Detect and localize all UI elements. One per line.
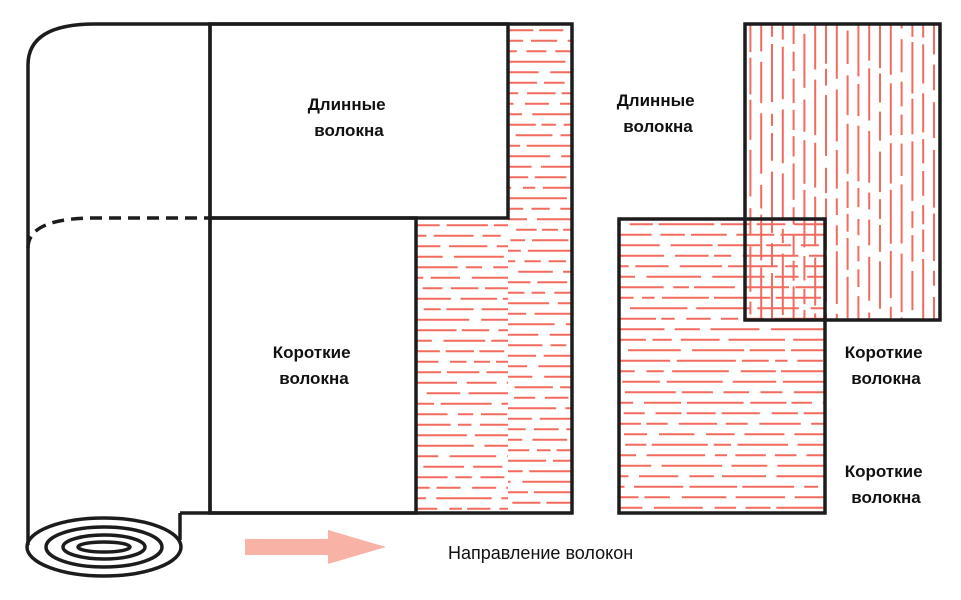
fiber-hatch-horizontal <box>619 223 825 509</box>
label-short-fibers-right-b: Короткие волокна <box>845 462 928 507</box>
fiber-hatch-short-sheet <box>416 224 508 510</box>
long-fiber-sheet-right <box>743 22 942 322</box>
label-long-fibers-right: Длинные волокна <box>617 91 700 136</box>
label-short-fibers-left: Короткие волокна <box>273 343 356 388</box>
direction-arrow-icon <box>245 530 386 564</box>
fiber-hatch-strip <box>508 29 572 504</box>
paper-roll-icon <box>25 22 210 578</box>
label-long-fibers-left: Длинные волокна <box>308 95 391 140</box>
roll-end-rings <box>25 516 183 578</box>
fiber-direction-caption: Направление волокон <box>448 543 633 563</box>
label-short-fibers-right-a: Короткие волокна <box>845 343 928 388</box>
short-fiber-sheet-left <box>208 216 418 515</box>
unrolled-paper-outline <box>208 22 574 515</box>
fiber-hatch-vertical <box>749 24 935 320</box>
short-fiber-sheet-right <box>617 217 827 515</box>
